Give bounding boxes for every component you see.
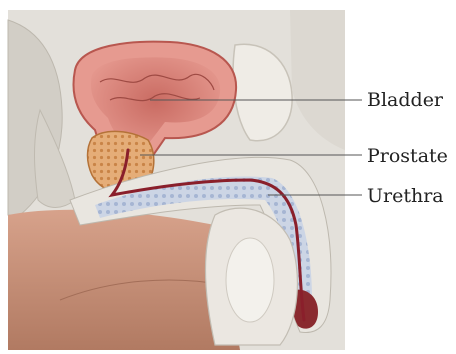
prostate-label: Prostate — [367, 145, 448, 167]
bladder-label: Bladder — [367, 89, 444, 111]
testis-inner — [226, 238, 274, 322]
urethra-label: Urethra — [367, 185, 444, 207]
